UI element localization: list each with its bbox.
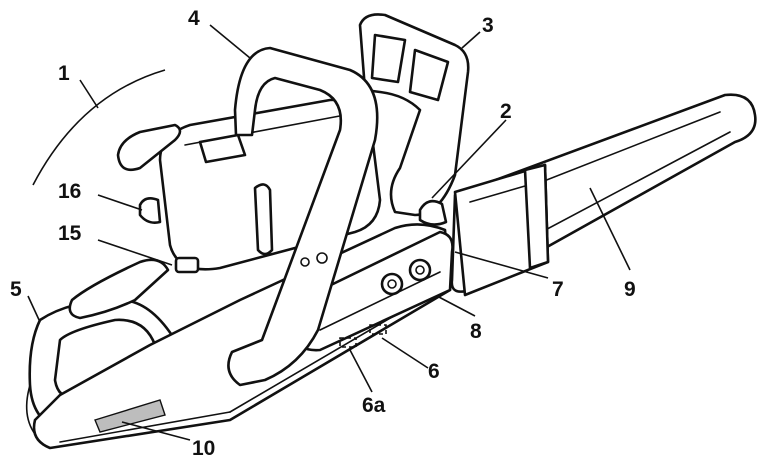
brake-arc — [32, 69, 166, 186]
throttle-trigger — [68, 256, 200, 320]
bar-scabbard — [453, 163, 550, 297]
callout-10: 10 — [192, 437, 215, 460]
leader-lines — [27, 24, 631, 441]
callout-4: 4 — [188, 7, 200, 30]
callout-labels: 1 2 3 4 5 6 6a 7 8 9 10 15 16 — [10, 7, 636, 460]
callout-2: 2 — [500, 100, 512, 123]
front-handle — [227, 46, 379, 387]
chain-tensioner — [339, 324, 387, 348]
starter-handle — [116, 123, 182, 172]
callout-7: 7 — [552, 278, 564, 301]
callout-8: 8 — [470, 320, 482, 343]
callout-5: 5 — [10, 278, 22, 301]
rating-plate-fill — [94, 399, 166, 433]
callout-3: 3 — [482, 14, 494, 37]
callout-1: 1 — [58, 62, 70, 85]
chain-brake-detail — [418, 199, 448, 226]
stop-switch — [138, 197, 162, 224]
callout-6a: 6a — [362, 394, 386, 417]
callout-15: 15 — [58, 222, 82, 245]
callout-9: 9 — [624, 278, 636, 301]
callout-6: 6 — [428, 360, 440, 383]
callout-16: 16 — [58, 180, 81, 203]
rating-plate — [94, 399, 166, 433]
